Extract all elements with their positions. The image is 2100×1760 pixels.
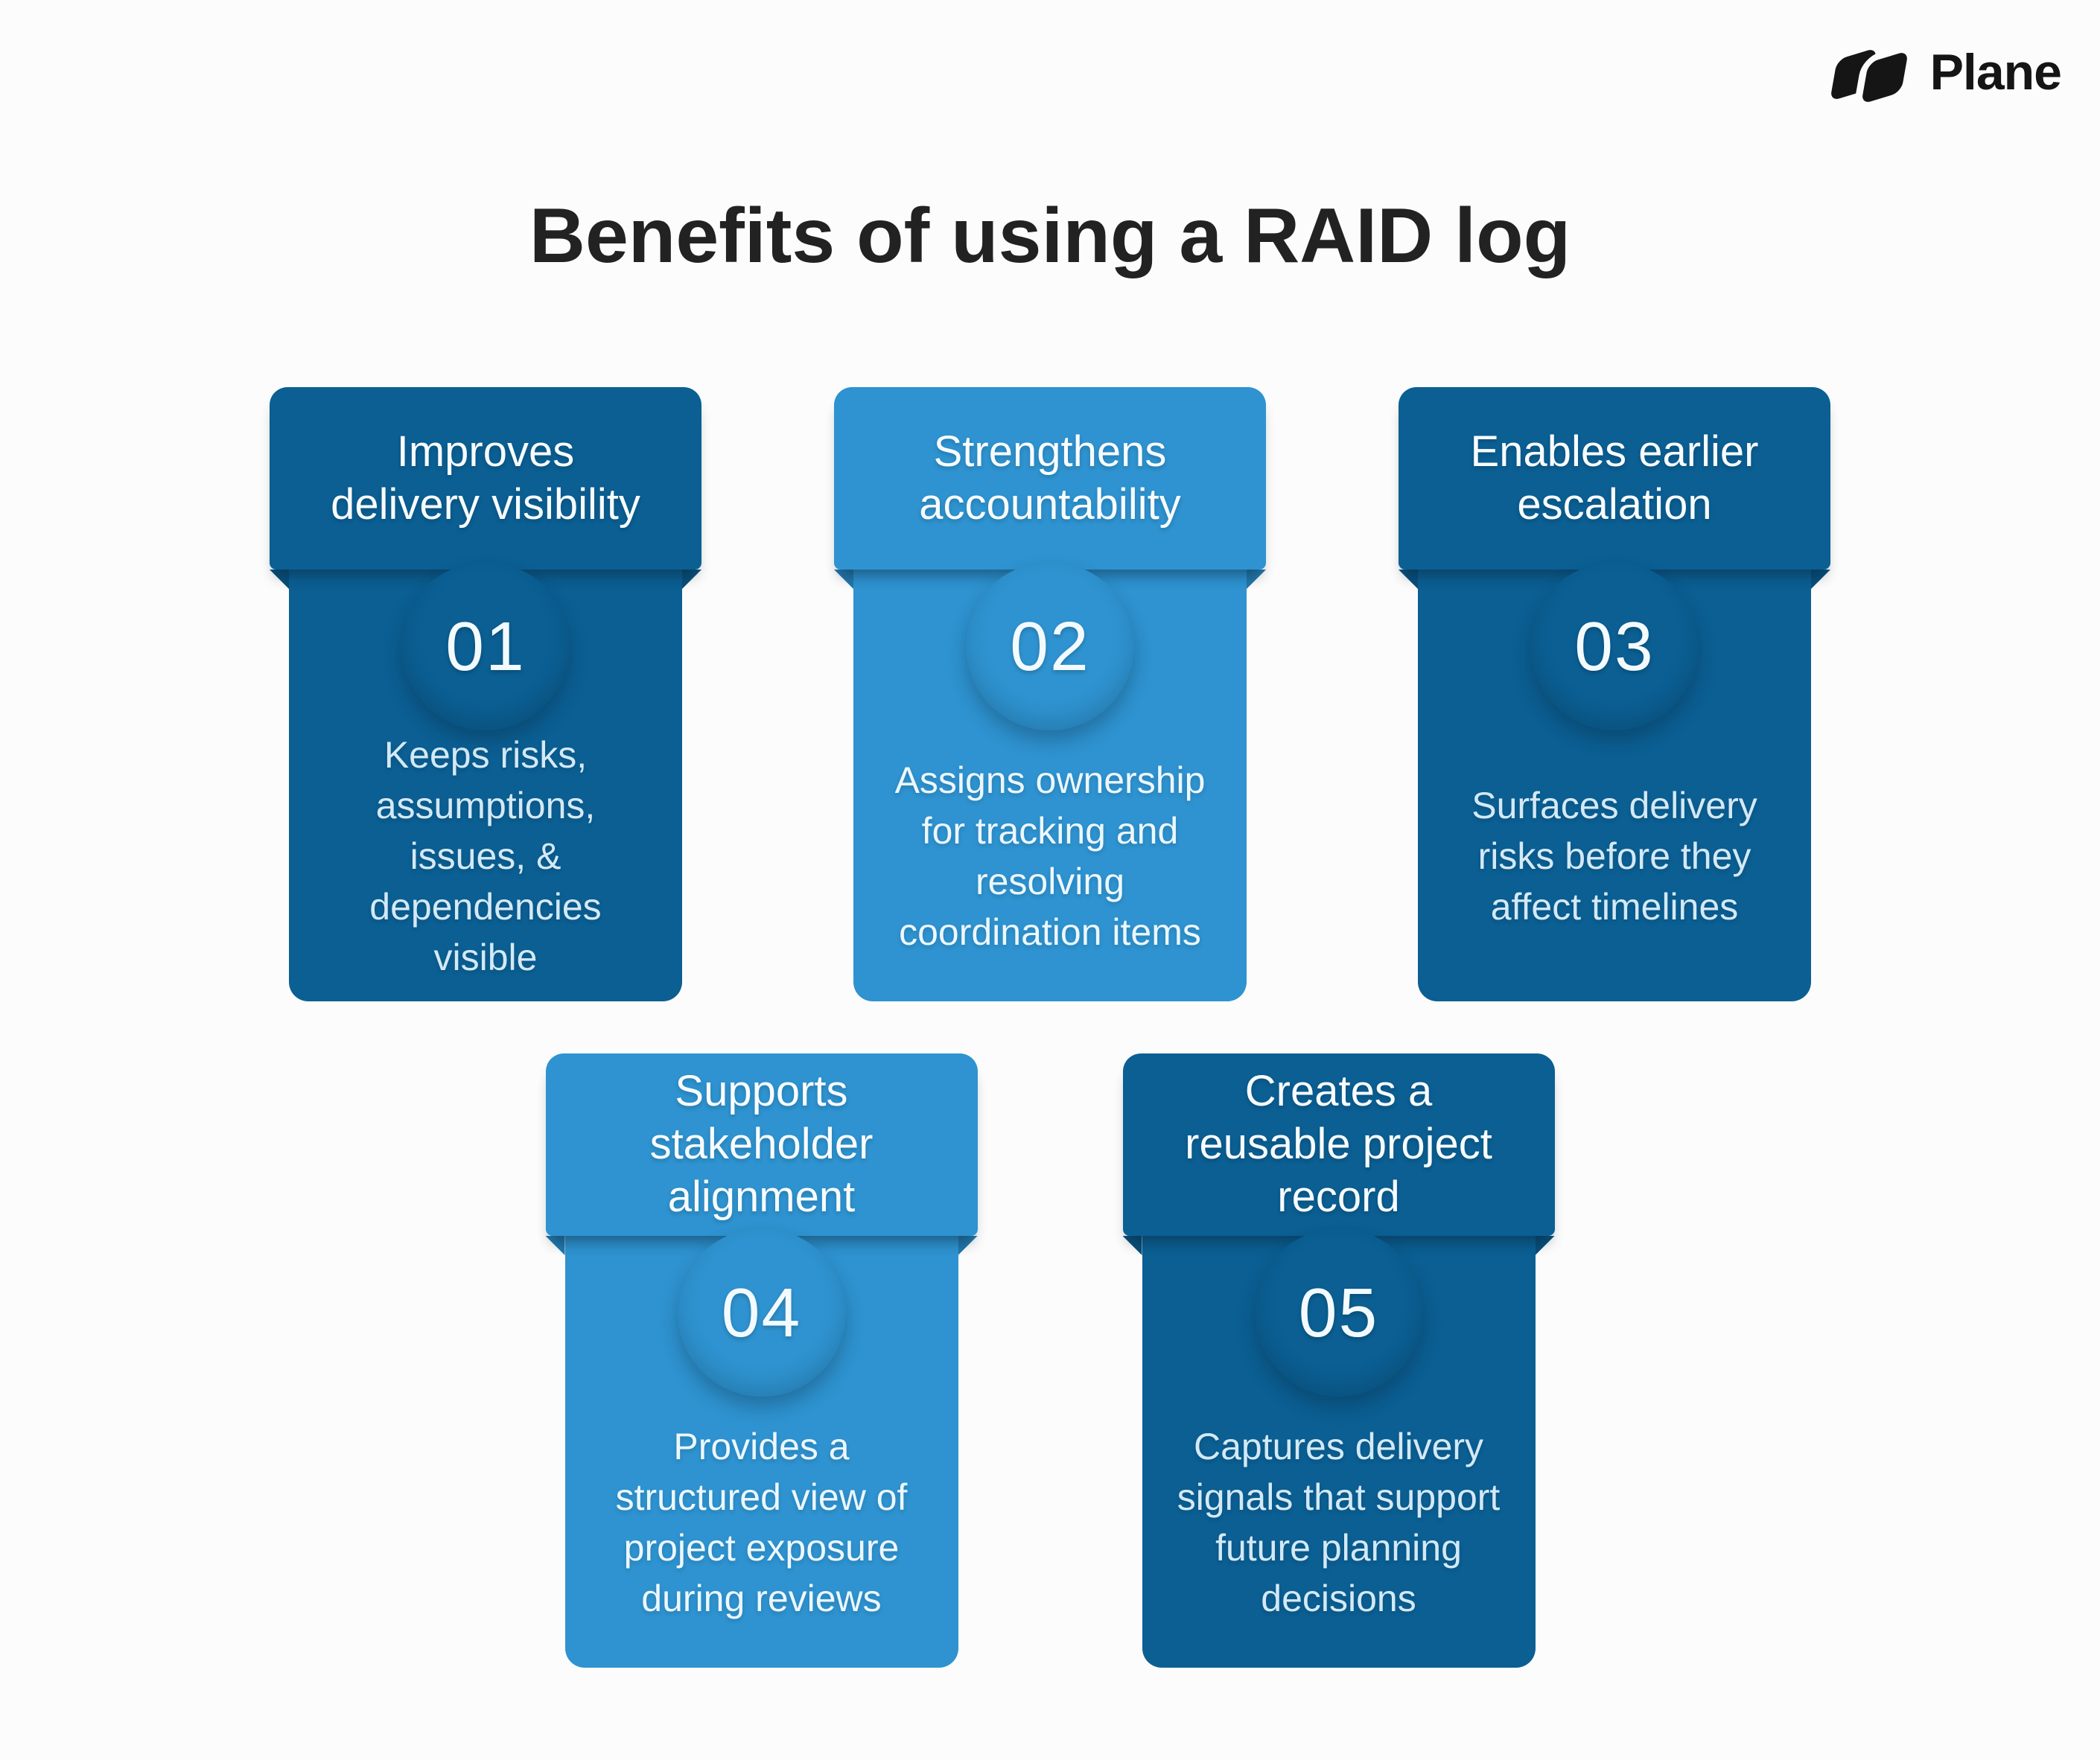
card-02-number: 02 [1010, 607, 1090, 685]
benefit-card-03: Enables earlier escalation Surfaces deli… [1399, 387, 1830, 1001]
card-03-header: Enables earlier escalation [1399, 387, 1830, 570]
plane-logo-icon [1829, 40, 1914, 105]
plane-logo: Plane [1829, 40, 2062, 105]
card-03-title: Enables earlier escalation [1470, 427, 1759, 529]
benefit-card-01: Improves delivery visibility Keeps risks… [270, 387, 701, 1001]
card-02-description: Assigns ownership for tracking and resol… [894, 759, 1206, 953]
card-03-description: Surfaces delivery risks before they affe… [1471, 785, 1757, 928]
benefit-card-02: Strengthens accountability Assigns owner… [834, 387, 1266, 1001]
card-02-number-circle: 02 [966, 562, 1134, 730]
card-04-title: Supports stakeholder alignment [649, 1067, 874, 1221]
card-01-number: 01 [445, 607, 526, 685]
card-01-title: Improves delivery visibility [331, 427, 640, 529]
card-01-description: Keeps risks, assumptions, issues, & depe… [369, 734, 602, 978]
plane-logo-text: Plane [1929, 44, 2062, 101]
card-03-number: 03 [1574, 607, 1655, 685]
card-02-body: Assigns ownership for tracking and resol… [853, 570, 1247, 1001]
card-05-description: Captures delivery signals that support f… [1177, 1426, 1501, 1619]
card-05-header: Creates a reusable project record [1122, 1053, 1555, 1236]
card-05-number-circle: 05 [1254, 1228, 1423, 1397]
card-01-header: Improves delivery visibility [270, 387, 701, 570]
card-04-number-circle: 04 [677, 1228, 846, 1397]
card-01-number-circle: 01 [401, 562, 570, 730]
card-row-bottom: Supports stakeholder alignment Provides … [0, 1053, 2100, 1668]
card-05-number: 05 [1298, 1273, 1379, 1351]
card-04-header: Supports stakeholder alignment [545, 1053, 978, 1236]
benefit-card-04: Supports stakeholder alignment Provides … [545, 1053, 978, 1668]
benefit-card-05: Creates a reusable project record Captur… [1122, 1053, 1555, 1668]
card-05-title: Creates a reusable project record [1185, 1067, 1492, 1221]
card-02-header: Strengthens accountability [834, 387, 1266, 570]
page-title: Benefits of using a RAID log [529, 193, 1571, 279]
card-02-title: Strengthens accountability [919, 427, 1181, 529]
card-04-description: Provides a structured view of project ex… [615, 1426, 908, 1619]
card-04-body: Provides a structured view of project ex… [564, 1236, 958, 1668]
card-03-number-circle: 03 [1530, 562, 1699, 730]
card-04-number: 04 [721, 1273, 802, 1351]
card-row-top: Improves delivery visibility Keeps risks… [0, 387, 2100, 1001]
